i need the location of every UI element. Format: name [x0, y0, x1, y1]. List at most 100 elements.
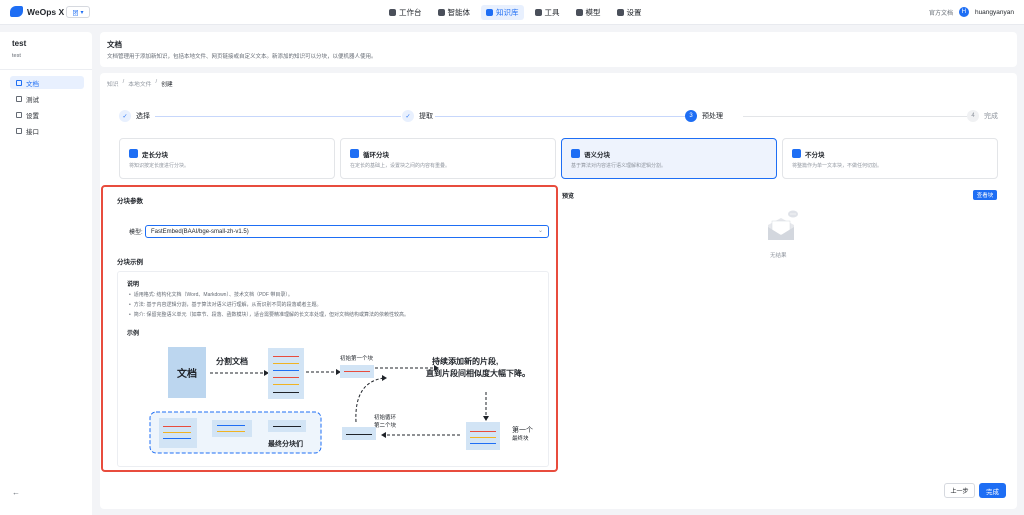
avatar[interactable]: H: [958, 7, 969, 17]
top-right: 官方文档 H huangyanyan: [929, 7, 1014, 17]
sidebar: test test 文档 测试 设置 接口 ←: [0, 32, 92, 515]
diagram-second-block-label: 第二个块: [374, 423, 397, 429]
nav-label: 工作台: [399, 8, 422, 17]
option-fixed-length[interactable]: 定长分块 将知识按定长度进行分块。: [119, 138, 335, 179]
diagram-keep-adding: 持续添加新的片段,: [432, 357, 499, 366]
model-label: 模型:: [129, 230, 143, 236]
document-icon: [16, 79, 22, 86]
breadcrumb-separator: /: [122, 79, 125, 85]
params-title: 分块参数: [117, 198, 143, 205]
sidebar-item-test[interactable]: 测试: [10, 92, 84, 105]
diagram-split-label: 分割文档: [216, 357, 248, 366]
prev-button[interactable]: 上一步: [944, 483, 975, 498]
username[interactable]: huangyanyan: [974, 8, 1014, 16]
sidebar-item-label: 设置: [26, 112, 39, 120]
step-extract: ✓ 提取: [402, 110, 433, 122]
sidebar-item-settings[interactable]: 设置: [10, 108, 84, 121]
nav-tools[interactable]: 工具: [530, 5, 565, 20]
link-icon: [16, 127, 22, 134]
option-semantic[interactable]: 语义分块 基于算法对内容进行语义理解和逻辑分割。: [561, 138, 777, 179]
diagram-final-block: [212, 420, 252, 437]
option-desc: 基于算法对内容进行语义理解和逻辑分割。: [571, 163, 667, 169]
option-no-chunk[interactable]: 不分块 将整篇作为单一文本块，不做任何切割。: [782, 138, 998, 179]
option-title: 语义分块: [584, 152, 610, 159]
test-icon: [16, 95, 22, 102]
nav-agent[interactable]: 智能体: [433, 5, 476, 20]
chunk-params-panel: 分块参数 模型: FastEmbed(BAAI/bge-small-zh-v1.…: [101, 185, 558, 472]
diagram-init-loop-label: 初始循环: [374, 415, 397, 421]
desc-heading: 说明: [127, 282, 140, 288]
diagram-final-block: [159, 418, 197, 448]
diagram-first-final-label2: 最终块: [512, 436, 529, 442]
empty-inbox-icon: [768, 210, 798, 240]
docs-link[interactable]: 官方文档: [928, 10, 953, 17]
diagram-line: [163, 426, 191, 427]
diagram-line: [217, 425, 245, 426]
done-button[interactable]: 完成: [979, 483, 1006, 498]
diagram-line: [163, 438, 191, 439]
kb-subtitle: test: [12, 53, 21, 59]
knowledge-icon: [486, 9, 493, 16]
diagram-line: [470, 443, 496, 444]
option-desc: 将知识按定长度进行分块。: [129, 163, 190, 169]
step-preprocess: 3 预处理: [685, 110, 723, 122]
step-number: 4: [967, 110, 979, 122]
diagram-loop-block: [342, 427, 376, 440]
option-title: 循环分块: [363, 152, 389, 159]
breadcrumb-knowledge[interactable]: 知识: [107, 82, 119, 88]
example-box: 说明 适用格式: 结构化文档（Word、Markdown）、技术文档（PDF 带…: [117, 271, 549, 467]
tools-icon: [534, 9, 542, 16]
diagram-line: [273, 392, 299, 393]
nav-settings[interactable]: 设置: [612, 5, 647, 20]
step-connector: [743, 116, 967, 117]
nav-label: 设置: [626, 8, 642, 17]
example-heading: 示例: [127, 331, 140, 337]
top-bar: WeOps X 团 ▾ 工作台 智能体 知识库 工具 模型 设置 官方文档 H …: [0, 0, 1024, 25]
sidebar-item-docs[interactable]: 文档: [10, 76, 84, 89]
logo-icon: [10, 6, 23, 17]
breadcrumb-local-file[interactable]: 本地文件: [128, 82, 152, 88]
diagram-line: [217, 431, 245, 432]
preview-title: 预览: [562, 194, 575, 200]
team-select[interactable]: 团 ▾: [66, 6, 90, 18]
option-recursive[interactable]: 循环分块 在定长的基础上，设置块之间的内容有重叠。: [340, 138, 556, 179]
step-select: ✓ 选择: [119, 110, 150, 122]
sidebar-item-api[interactable]: 接口: [10, 124, 84, 137]
nav-label: 模型: [585, 8, 601, 17]
option-desc: 在定长的基础上，设置块之间的内容有重叠。: [350, 163, 451, 169]
diagram-doc-block: 文档: [168, 347, 206, 398]
step-label: 提取: [419, 113, 433, 120]
nav-model[interactable]: 模型: [571, 5, 606, 20]
diagram-first-final-label: 第一个: [512, 427, 533, 434]
view-chunks-button[interactable]: 查看块: [973, 190, 997, 200]
app-name: WeOps X: [27, 6, 65, 17]
diagram-line: [273, 384, 299, 385]
list-item: 简介: 保留完整语义单元（如章节、段落、函数模块），适合需要精准理解的长文本处理…: [129, 311, 409, 321]
app-logo[interactable]: WeOps X: [10, 6, 64, 17]
fixed-chunk-icon: [129, 149, 138, 158]
diagram-line: [273, 370, 299, 371]
step-connector: [435, 116, 685, 117]
diagram-line: [470, 437, 496, 438]
diagram-until-drop: 直到片段间相似度大幅下降。: [426, 369, 530, 378]
desc-list: 适用格式: 结构化文档（Word、Markdown）、技术文档（PDF 带目录）…: [129, 291, 409, 321]
nav-label: 智能体: [447, 8, 471, 17]
diagram-line: [346, 434, 372, 435]
nav-knowledge[interactable]: 知识库: [481, 5, 524, 20]
sidebar-item-label: 文档: [26, 80, 39, 88]
step-connector: [155, 116, 401, 117]
diagram-line: [273, 426, 301, 427]
empty-text: 无结果: [770, 253, 787, 259]
step-complete: 4 完成: [967, 110, 998, 122]
breadcrumb-separator: /: [155, 79, 158, 85]
check-icon: ✓: [402, 110, 414, 122]
sidebar-menu: 文档 测试 设置 接口: [10, 76, 84, 140]
collapse-icon[interactable]: ←: [12, 488, 20, 497]
diagram-line: [163, 432, 191, 433]
model-icon: [575, 9, 583, 16]
model-select[interactable]: FastEmbed(BAAI/bge-small-zh-v1.5) ⌄: [145, 225, 549, 238]
breadcrumb-create: 创建: [161, 82, 173, 88]
nav-workbench[interactable]: 工作台: [384, 5, 427, 20]
option-desc: 将整篇作为单一文本块，不做任何切割。: [792, 163, 883, 169]
diagram-line: [273, 363, 299, 364]
